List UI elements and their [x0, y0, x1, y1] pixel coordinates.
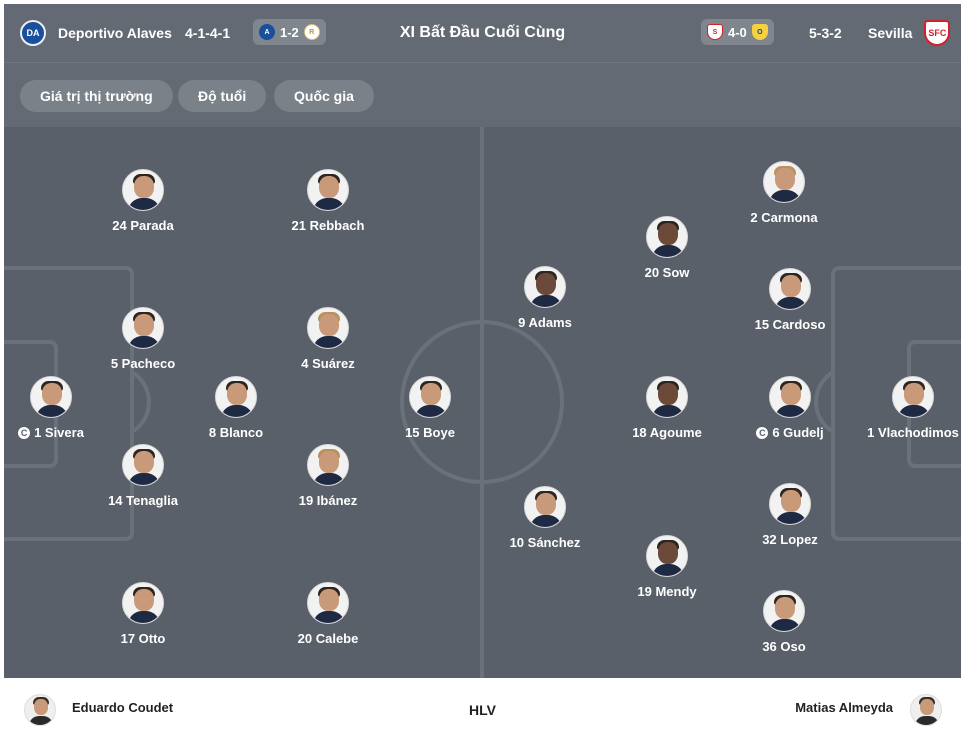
- player-14-tenaglia[interactable]: 14 Tenaglia: [68, 444, 218, 508]
- player-avatar: [646, 535, 688, 577]
- alaves-crest-icon: DA: [20, 20, 46, 46]
- away-team[interactable]: Sevilla SFC: [868, 4, 951, 62]
- player-20-calebe[interactable]: 20 Calebe: [253, 582, 403, 646]
- away-last-score: 4-0: [728, 24, 747, 40]
- player-label: 2 Carmona: [750, 210, 818, 225]
- player-avatar: [763, 161, 805, 203]
- player-avatar: [524, 486, 566, 528]
- player-avatar: [892, 376, 934, 418]
- home-coach-name[interactable]: Eduardo Coudet: [72, 700, 174, 715]
- player-label: 36 Oso: [762, 639, 806, 654]
- player-21-rebbach[interactable]: 21 Rebbach: [253, 169, 403, 233]
- filter-market-value-button[interactable]: Giá trị thị trường: [20, 80, 173, 112]
- away-coach-avatar[interactable]: [910, 694, 942, 726]
- away-coach-name[interactable]: Matias Almeyda: [795, 700, 893, 715]
- player-avatar: [646, 216, 688, 258]
- player-avatar: [122, 307, 164, 349]
- filter-nationality-button[interactable]: Quốc gia: [274, 80, 374, 112]
- player-15-boye[interactable]: 15 Boye: [355, 376, 505, 440]
- player-36-oso[interactable]: 36 Oso: [709, 590, 859, 654]
- player-label: 20 Sow: [644, 265, 690, 280]
- away-formation: 5-3-2: [809, 25, 842, 41]
- away-last-result[interactable]: S 4-0 O: [701, 19, 774, 45]
- player-label: 18 Agoume: [632, 425, 702, 440]
- lineup-card: DA Deportivo Alaves 4-1-4-1 A 1-2 R XI B…: [4, 4, 961, 741]
- player-avatar: [409, 376, 451, 418]
- coach-footer: Eduardo Coudet HLV Matias Almeyda: [4, 678, 961, 741]
- home-last-result[interactable]: A 1-2 R: [253, 19, 326, 45]
- home-coach-avatar[interactable]: [24, 694, 56, 726]
- player-label: 32 Lopez: [762, 532, 818, 547]
- filter-bar: Giá trị thị trường Độ tuổi Quốc gia: [4, 63, 961, 127]
- player-avatar: [122, 444, 164, 486]
- player-avatar: [122, 582, 164, 624]
- player-label: 19 Mendy: [637, 584, 697, 599]
- player-4-suarez[interactable]: 4 Suárez: [253, 307, 403, 371]
- player-label: 14 Tenaglia: [108, 493, 178, 508]
- away-team-name: Sevilla: [868, 25, 913, 41]
- player-32-lopez[interactable]: 32 Lopez: [715, 483, 865, 547]
- captain-icon: C: [18, 426, 31, 439]
- player-avatar: [215, 376, 257, 418]
- player-avatar: [307, 307, 349, 349]
- player-label: 1 Vlachodimos: [867, 425, 959, 440]
- filter-age-button[interactable]: Độ tuổi: [178, 80, 267, 112]
- player-15-cardoso[interactable]: 15 Cardoso: [715, 268, 865, 332]
- player-avatar: [122, 169, 164, 211]
- player-8-blanco[interactable]: 8 Blanco: [161, 376, 311, 440]
- home-last-score: 1-2: [280, 24, 299, 40]
- oviedo-crest-icon: O: [751, 24, 768, 40]
- player-avatar: [763, 590, 805, 632]
- player-label: 21 Rebbach: [291, 218, 365, 233]
- player-label: 4 Suárez: [301, 356, 355, 371]
- player-19-mendy[interactable]: 19 Mendy: [592, 535, 742, 599]
- pitch: 24 Parada 21 Rebbach 5 Pacheco 4 Suárez …: [4, 127, 961, 678]
- player-10-sanchez[interactable]: 10 Sánchez: [470, 486, 620, 550]
- home-team[interactable]: DA Deportivo Alaves: [20, 4, 172, 62]
- player-label: 10 Sánchez: [509, 535, 581, 550]
- player-20-sow[interactable]: 20 Sow: [592, 216, 742, 280]
- player-label: 5 Pacheco: [110, 356, 176, 371]
- player-avatar: [307, 169, 349, 211]
- player-9-adams[interactable]: 9 Adams: [470, 266, 620, 330]
- player-avatar: [769, 268, 811, 310]
- player-avatar: [307, 582, 349, 624]
- lineup-header: DA Deportivo Alaves 4-1-4-1 A 1-2 R XI B…: [4, 4, 961, 63]
- player-avatar: [524, 266, 566, 308]
- player-avatar: [646, 376, 688, 418]
- player-label: 15 Cardoso: [754, 317, 826, 332]
- player-18-agoume[interactable]: 18 Agoume: [592, 376, 742, 440]
- player-2-carmona[interactable]: 2 Carmona: [709, 161, 859, 225]
- player-1-vlachodimos[interactable]: 1 Vlachodimos: [838, 376, 961, 440]
- sevilla-crest-icon: SFC: [924, 20, 951, 46]
- home-formation: 4-1-4-1: [185, 25, 231, 41]
- player-avatar: [307, 444, 349, 486]
- player-24-parada[interactable]: 24 Parada: [68, 169, 218, 233]
- player-label: 9 Adams: [518, 315, 572, 330]
- player-label: 17 Otto: [120, 631, 166, 646]
- alaves-crest-icon: A: [259, 24, 275, 40]
- player-5-pacheco[interactable]: 5 Pacheco: [68, 307, 218, 371]
- player-avatar: [769, 483, 811, 525]
- player-17-otto[interactable]: 17 Otto: [68, 582, 218, 646]
- player-label: 19 Ibánez: [298, 493, 358, 508]
- player-19-ibanez[interactable]: 19 Ibánez: [253, 444, 403, 508]
- player-label: 15 Boye: [405, 425, 455, 440]
- player-avatar: [769, 376, 811, 418]
- player-label: 24 Parada: [112, 218, 174, 233]
- player-label: 8 Blanco: [208, 425, 264, 440]
- player-avatar: [30, 376, 72, 418]
- home-team-name: Deportivo Alaves: [58, 25, 172, 41]
- player-label: 20 Calebe: [297, 631, 359, 646]
- captain-icon: C: [756, 426, 769, 439]
- sevilla-crest-icon: S: [707, 24, 723, 40]
- real-madrid-crest-icon: R: [303, 24, 320, 40]
